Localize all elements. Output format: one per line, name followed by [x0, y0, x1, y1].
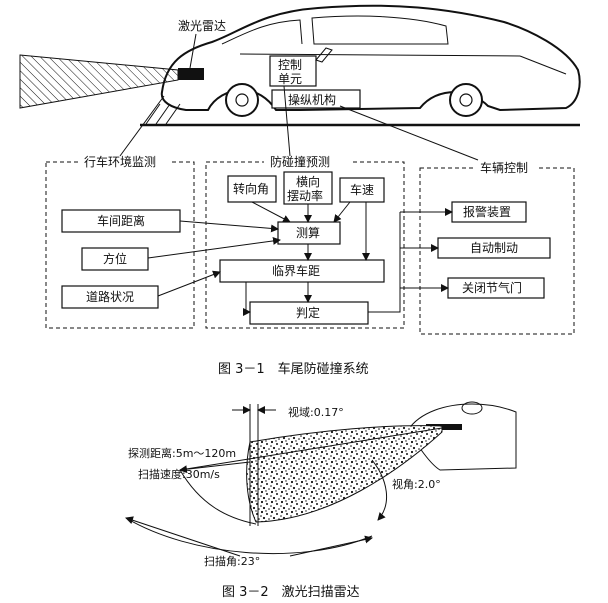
speed-box	[339, 177, 385, 203]
arrow-azimuth-calc	[147, 236, 281, 259]
group-vehicle-label: 车辆控制	[480, 160, 528, 175]
group-environment-label: 行车环境监测	[84, 154, 156, 169]
figure-rear-collision-system: 激光雷达 控制 单元 操纵机构 行车环境监测 防碰撞预测 车辆控制 转向角 横向…	[19, 4, 581, 377]
road-hatch	[145, 103, 181, 125]
control-unit-line1: 控制	[278, 58, 302, 72]
control-unit-box	[269, 55, 317, 87]
close-throttle-label: 关闭节气门	[462, 280, 522, 295]
arrow-speed-calc	[333, 201, 351, 223]
scan-angle-arrow-left	[125, 516, 241, 557]
output-bus	[368, 212, 401, 313]
speed-label: 车速	[350, 182, 374, 197]
azimuth-label: 方位	[103, 251, 127, 266]
view-angle-label: 视角:2.0°	[392, 477, 441, 491]
range-arrow	[179, 461, 251, 474]
fuel-nozzle-icon	[315, 47, 333, 63]
yaw-rate-line2: 摆动率	[287, 188, 323, 203]
arrow-distance-calc	[179, 220, 279, 233]
view-angle-arc	[371, 459, 388, 521]
judgment-label: 判定	[296, 305, 320, 320]
arrow-road-critical	[157, 270, 221, 297]
radar-emitter	[426, 424, 462, 430]
scan-beam	[246, 425, 443, 523]
arrow-critical-judgment	[243, 282, 251, 316]
scan-angle-arrow-right	[289, 535, 373, 557]
figure-laser-scanning-radar: 视域:0.17° 视角:2.0° 扫描角:23° 探测距离:5m～120m 扫描…	[125, 401, 517, 600]
steering-mechanism-label: 操纵机构	[288, 92, 336, 107]
group-collision-label: 防碰撞预测	[270, 154, 330, 169]
detection-range-label: 探测距离:5m～120m	[128, 446, 236, 460]
figure2-caption: 图 3－2 激光扫描雷达	[222, 585, 360, 600]
steering-angle-box	[227, 175, 277, 203]
calculation-label: 测算	[296, 225, 320, 240]
steering-angle-label: 转向角	[233, 181, 269, 196]
alarm-label: 报警装置	[463, 204, 511, 219]
scan-outer-arc	[125, 517, 373, 555]
auto-brake-label: 自动制动	[470, 241, 518, 255]
callout-lidar	[119, 95, 165, 157]
scan-speed-label: 扫描速度:30m/s	[138, 467, 220, 481]
front-wheel	[449, 83, 483, 117]
critical-distance-label: 临界车距	[272, 263, 320, 278]
car-front-outline	[407, 403, 517, 471]
steering-mechanism-box	[271, 89, 361, 109]
arrow-steer-calc	[251, 201, 291, 223]
laser-beam	[19, 54, 179, 109]
distance-label: 车间距离	[97, 213, 145, 228]
lidar-unit	[178, 68, 204, 80]
callout-steering	[339, 105, 479, 161]
scan-inner-arc	[179, 469, 257, 525]
scan-angle-label: 扫描角:23°	[204, 554, 260, 568]
field-of-view-label: 视域:0.17°	[288, 405, 344, 419]
lidar-label: 激光雷达	[178, 19, 226, 33]
road-condition-box	[61, 285, 159, 309]
car-wheel-arch	[461, 401, 483, 415]
yaw-rate-box	[283, 171, 333, 205]
rear-wheel	[225, 83, 259, 117]
control-unit-line2: 单元	[278, 72, 302, 86]
callout-control	[283, 85, 291, 157]
road-condition-label: 道路状况	[86, 289, 134, 304]
yaw-rate-line1: 横向	[296, 174, 320, 189]
figure1-caption: 图 3－1 车尾防碰撞系统	[218, 361, 369, 377]
azimuth-box	[81, 247, 149, 271]
range-line	[179, 427, 443, 471]
